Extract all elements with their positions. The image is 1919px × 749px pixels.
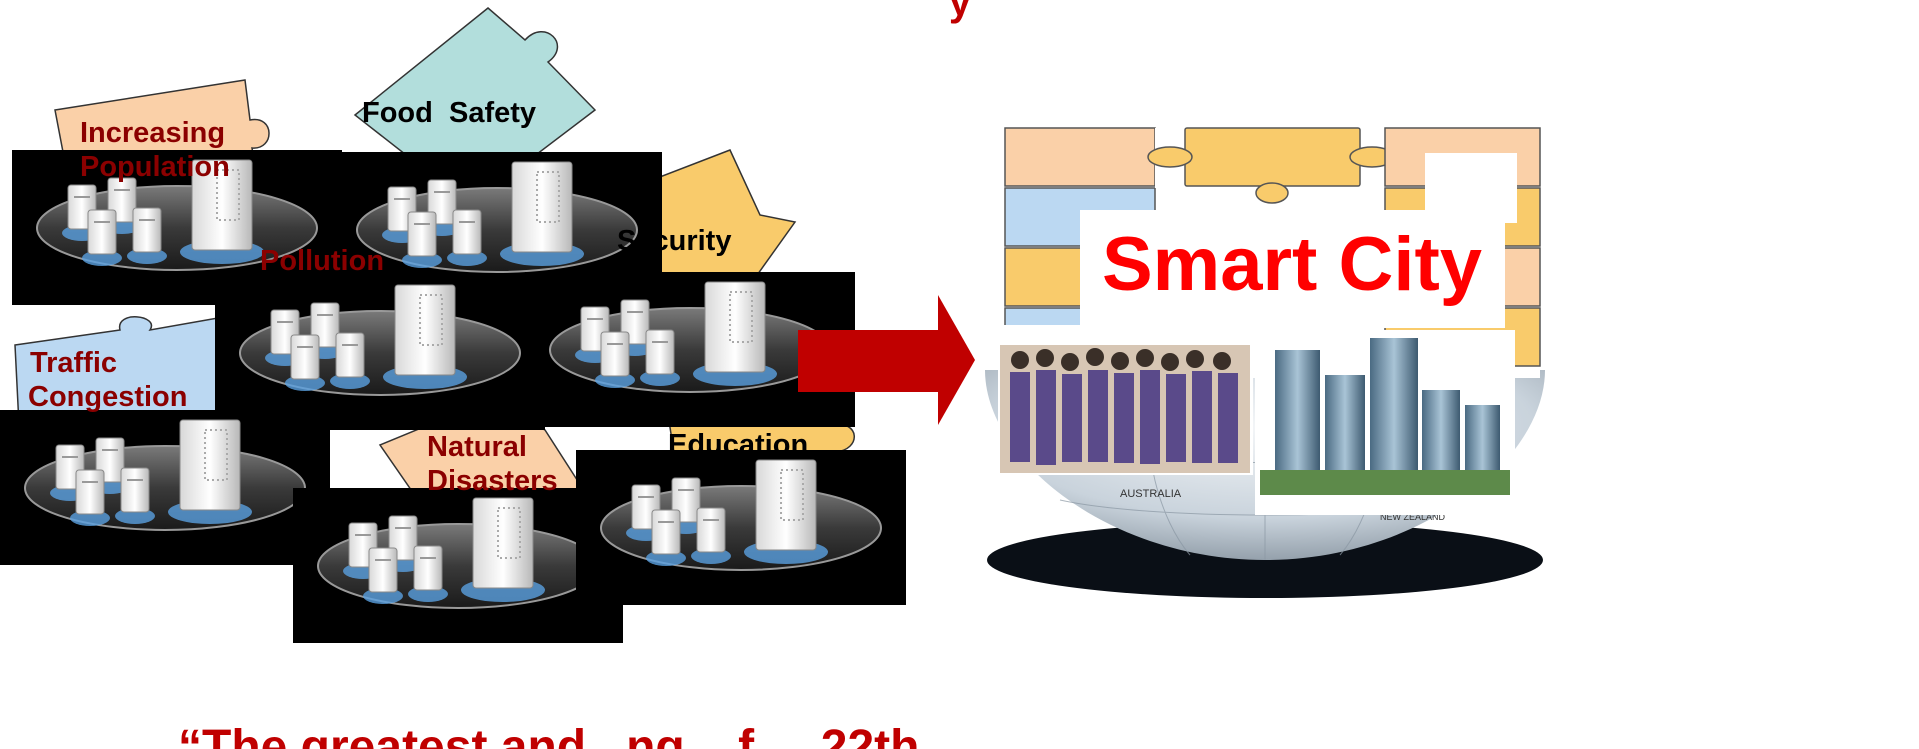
label-education: Education <box>668 429 808 461</box>
label-increasing: Increasing <box>80 117 225 149</box>
globe-label-new-zealand: NEW ZEALAND <box>1380 512 1446 522</box>
label-pollution: Pollution <box>260 245 384 277</box>
label-traffic: Traffic <box>30 347 117 379</box>
header-fragment: y <box>949 0 972 24</box>
smart-city-image: AUSTRALIA NEW ZEALAND ... <box>985 127 1545 598</box>
label-population: Population <box>80 151 230 183</box>
transform-arrow <box>798 295 975 425</box>
server-cluster-disasters <box>293 488 623 643</box>
smart-city-title: Smart City <box>1102 222 1482 307</box>
skyscraper-photo <box>1255 330 1515 515</box>
label-natural: Natural <box>427 431 527 463</box>
server-cluster-health <box>576 450 906 605</box>
globe-label-australia: AUSTRALIA <box>1120 488 1182 500</box>
quote-text: “The greatest and ng f 22th <box>178 721 946 749</box>
crowd-photo <box>998 325 1253 475</box>
label-food-safety: Food Safety <box>362 97 536 129</box>
title-panel <box>1080 210 1505 328</box>
ellipsis-mark: .. <box>490 272 510 313</box>
ellipsis-mark: ... <box>262 417 292 458</box>
label-disasters: Disasters <box>427 465 558 497</box>
label-security: Security <box>617 225 731 257</box>
label-congestion: Congestion <box>28 381 188 413</box>
label-health: Health & <box>668 395 786 427</box>
